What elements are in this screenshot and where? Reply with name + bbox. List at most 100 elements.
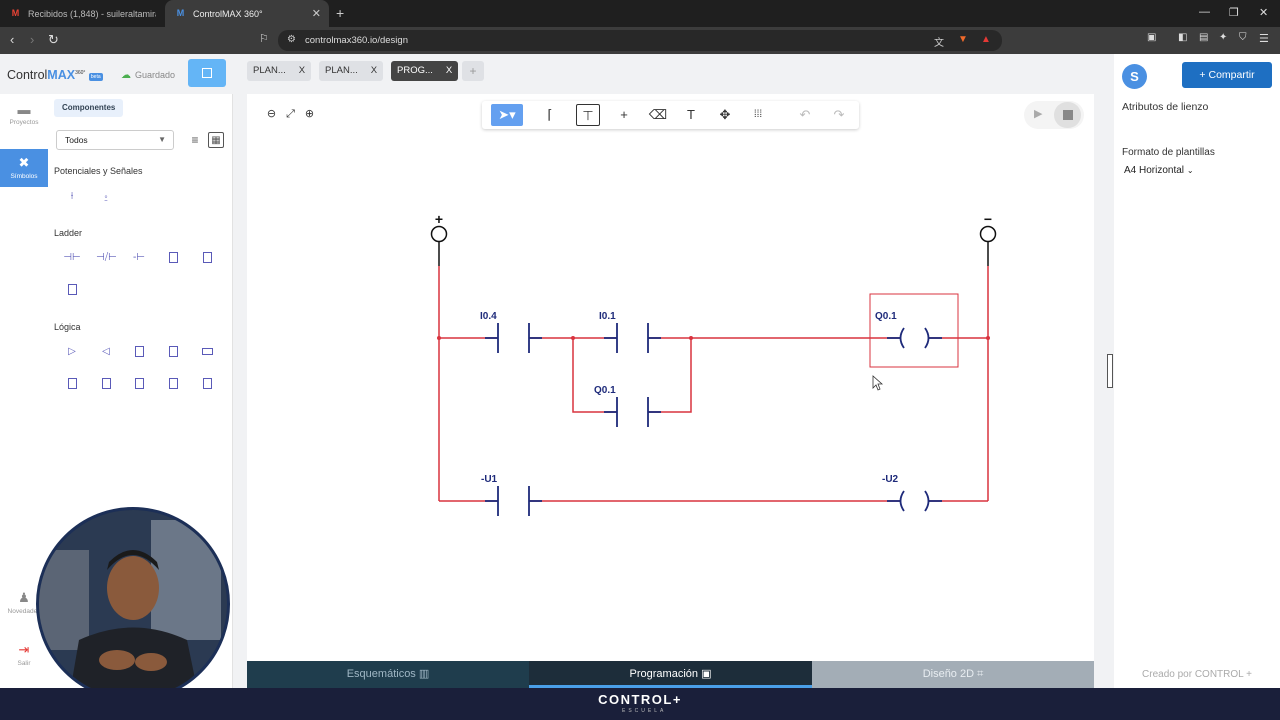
mux-block-icon[interactable] <box>197 374 217 394</box>
tab-components[interactable]: Componentes <box>54 99 124 117</box>
contact-i0-1[interactable] <box>604 323 661 353</box>
leo-icon[interactable]: ✦ <box>1219 32 1228 43</box>
doc-tab-plan-2[interactable]: PLAN... X <box>319 61 384 81</box>
signal-symbol-icon[interactable]: ⍛ <box>103 191 109 202</box>
rail-exit[interactable]: ⇥ Salir <box>0 642 48 667</box>
bookmark-icon[interactable]: ⚐ <box>259 33 269 45</box>
zoom-tools: ⊖ ⤢ ⊕ <box>262 107 319 121</box>
contact-u1[interactable] <box>485 486 542 516</box>
list-view-icon[interactable]: ≡ <box>191 133 199 147</box>
junction <box>437 336 441 340</box>
save-button[interactable] <box>188 59 226 87</box>
rail-symbols[interactable]: ✖ Símbolos <box>0 149 48 187</box>
cross-wire-tool-icon[interactable]: + <box>620 107 628 122</box>
stop-button[interactable] <box>1054 102 1081 128</box>
site-info-icon[interactable]: ⚙ <box>287 34 296 45</box>
grid-toggle-icon[interactable]: ⁞⁞⁞ <box>753 109 763 120</box>
new-tab-button[interactable]: + <box>336 5 345 21</box>
template-format-select[interactable]: A4 Horizontal ⌄ <box>1124 165 1194 176</box>
counter-block-icon[interactable] <box>197 248 217 268</box>
wallet-icon[interactable]: ▣ <box>1147 32 1157 43</box>
no-contact-icon[interactable]: ⊣⊢ <box>63 252 81 263</box>
folder-icon: ▬ <box>17 102 31 117</box>
close-doc-tab-icon[interactable]: X <box>370 65 378 76</box>
doc-tab-prog[interactable]: PROG...X <box>391 61 459 81</box>
url-field[interactable]: ⚙ controlmax360.io/design 文 ▼ ▲ <box>278 30 1002 51</box>
close-window-button[interactable]: ✕ <box>1259 7 1269 19</box>
rail-projects[interactable]: ▬ Proyectos <box>0 102 48 126</box>
tab-programming[interactable]: Programación ▣ <box>529 661 812 688</box>
nand-block-icon[interactable] <box>62 374 82 394</box>
add-doc-tab-button[interactable]: + <box>462 61 484 81</box>
rs-block-icon[interactable] <box>163 374 183 394</box>
doc-tab-plan-1[interactable]: PLAN... X <box>247 61 312 81</box>
browser-tabbar: M Recibidos (1,848) - suileraltamirano@.… <box>0 0 1280 27</box>
sr-block-icon[interactable] <box>129 374 149 394</box>
xor-block-icon[interactable] <box>197 342 217 362</box>
browser-tab-label: Recibidos (1,848) - suileraltamirano@... <box>28 8 156 19</box>
undo-icon[interactable]: ↶ <box>799 107 811 122</box>
move-tool-icon[interactable]: ✥ <box>719 107 731 122</box>
restore-button[interactable]: ❐ <box>1229 7 1239 19</box>
left-rail-terminal[interactable] <box>430 225 448 243</box>
compare-block-icon[interactable] <box>62 280 82 300</box>
close-tab-icon[interactable]: ✕ <box>311 8 321 20</box>
text-tool-icon[interactable]: T <box>687 107 695 122</box>
timer-block-icon[interactable] <box>163 248 183 268</box>
tools-icon: ✖ <box>18 155 30 170</box>
redo-icon[interactable]: ↷ <box>833 107 845 122</box>
nor-block-icon[interactable] <box>96 374 116 394</box>
forward-icon[interactable]: › <box>30 32 35 47</box>
reload-icon[interactable]: ↻ <box>48 32 59 47</box>
tab-2d-design[interactable]: Diseño 2D ⌗ <box>812 661 1094 688</box>
coil-q0-1[interactable] <box>887 327 942 349</box>
avatar[interactable]: S <box>1122 64 1147 89</box>
back-icon[interactable]: ‹ <box>10 32 15 47</box>
category-filter[interactable]: Todos ▼ <box>56 130 174 150</box>
eraser-tool-icon[interactable]: ⌫ <box>648 107 668 122</box>
corner-wire-tool-icon[interactable]: ⌈ <box>547 107 553 122</box>
rail-news[interactable]: ♟ Novedades <box>0 590 48 615</box>
zoom-out-icon[interactable]: ⊖ <box>266 108 277 120</box>
and-block-icon[interactable] <box>129 342 149 362</box>
buffer-gate-icon[interactable]: ▷ <box>68 346 76 357</box>
rail-exit-label: Salir <box>17 660 31 667</box>
or-block-icon[interactable] <box>163 342 183 362</box>
tab-schematics[interactable]: Esquemáticos ▥ <box>247 661 529 688</box>
not-gate-icon[interactable]: ◁ <box>102 346 110 357</box>
design-canvas[interactable] <box>247 94 1094 661</box>
rewards-icon[interactable]: ▲ <box>981 34 991 45</box>
extensions-icon[interactable]: ▤ <box>1199 32 1209 43</box>
zoom-in-icon[interactable]: ⊕ <box>304 108 315 120</box>
play-icon[interactable]: ▶ <box>1034 108 1043 120</box>
vpn-icon[interactable]: ⛉ <box>1239 32 1247 43</box>
panel-collapse-handle[interactable] <box>1107 354 1113 388</box>
share-button[interactable]: + Compartir <box>1182 62 1272 88</box>
brave-shield-icon[interactable]: ▼ <box>958 34 968 45</box>
tab-programming-label: Programación <box>629 668 698 680</box>
menu-icon[interactable]: ☰ <box>1259 33 1269 45</box>
doc-tab-label: PLAN... <box>253 65 286 76</box>
tee-wire-tool-icon[interactable]: ⊤ <box>576 104 600 126</box>
contact-i0-4[interactable] <box>485 323 542 353</box>
select-tool-icon[interactable]: ➤▾ <box>491 104 523 126</box>
fit-screen-icon[interactable]: ⤢ <box>286 108 295 120</box>
browser-tab-controlmax[interactable]: M ControlMAX 360° ✕ <box>165 0 329 27</box>
nc-contact-icon[interactable]: ⊣⧸⊢ <box>96 252 117 263</box>
sidebar-toggle-icon[interactable]: ◧ <box>1178 32 1188 43</box>
rail-projects-label: Proyectos <box>9 119 39 126</box>
grid-view-icon[interactable]: ▦ <box>208 132 224 148</box>
browser-tab-gmail[interactable]: M Recibidos (1,848) - suileraltamirano@.… <box>0 0 163 27</box>
potential-symbol-icon[interactable]: ⍿ <box>70 191 74 202</box>
logo-control-text: Control <box>7 68 48 82</box>
contact-icon[interactable]: -⊢ <box>132 252 146 263</box>
contact-q0-1[interactable] <box>604 397 661 427</box>
right-rail-terminal[interactable] <box>979 225 997 243</box>
url-text: controlmax360.io/design <box>305 35 408 46</box>
close-doc-tab-icon[interactable]: X <box>298 65 306 76</box>
close-doc-tab-icon[interactable]: X <box>445 65 453 76</box>
minimize-button[interactable]: — <box>1199 6 1210 18</box>
doc-tab-label: PLAN... <box>325 65 358 76</box>
coil-u2[interactable] <box>887 490 942 512</box>
translate-icon[interactable]: 文 <box>934 38 944 49</box>
